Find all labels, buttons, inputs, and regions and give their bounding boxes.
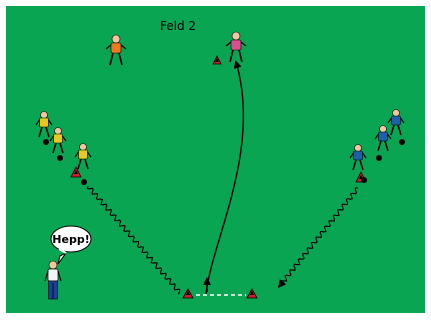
ball-yellow-2: [57, 155, 63, 161]
ball-yellow-3: [81, 179, 87, 185]
ball-blue-3: [361, 177, 367, 183]
ball-yellow-1: [43, 139, 49, 145]
field-title: Feld 2: [160, 19, 196, 33]
speech-text: Hepp!: [52, 233, 89, 246]
ball-blue-2: [376, 155, 382, 161]
ball-blue-1: [399, 139, 405, 145]
